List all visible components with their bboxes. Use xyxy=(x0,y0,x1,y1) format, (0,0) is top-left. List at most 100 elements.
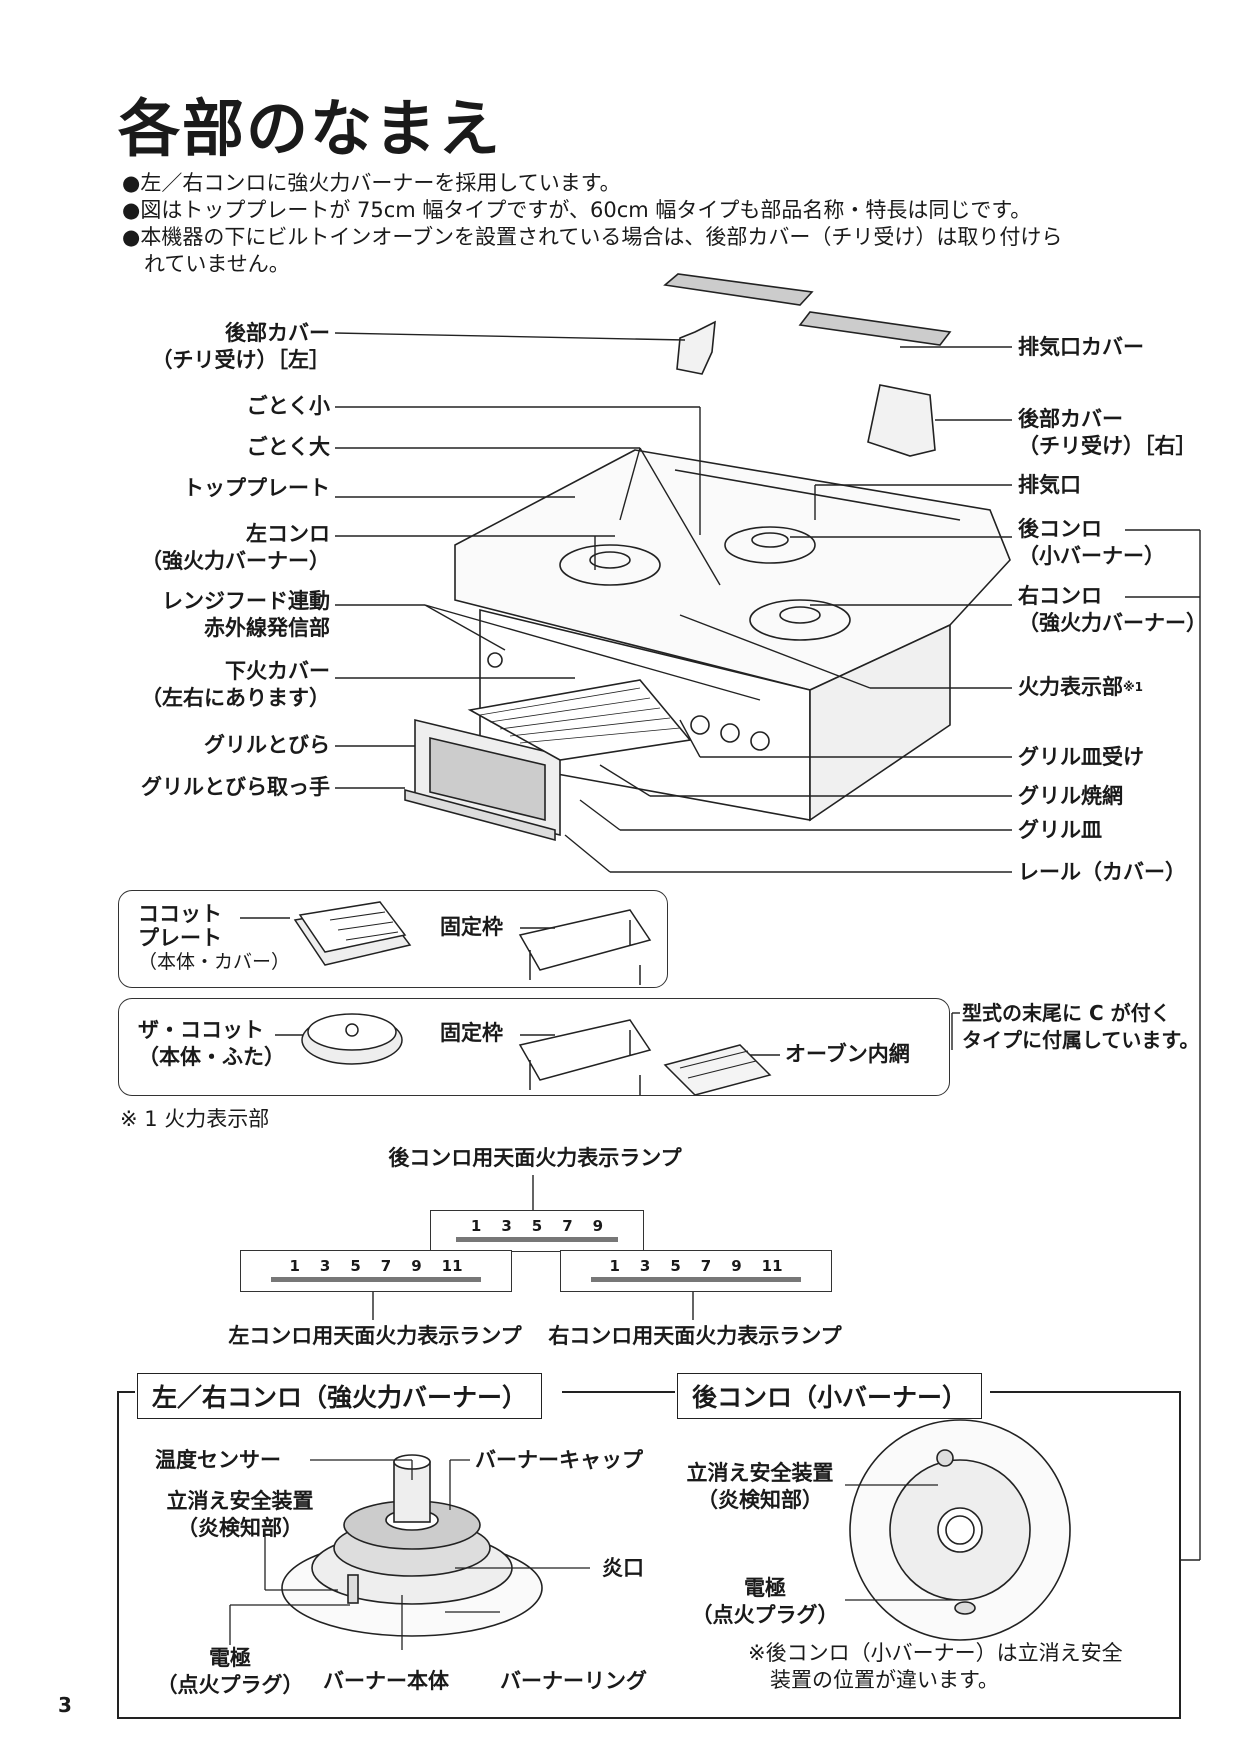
burner-section-right-title: 後コンロ（小バーナー） xyxy=(677,1373,983,1419)
label-line: （チリ受け）［右］ xyxy=(1018,434,1197,458)
label-lower-fire-cover: 下火カバー （左右にあります） xyxy=(120,658,330,712)
label-burner-cap: バーナーキャップ xyxy=(475,1448,643,1472)
label-line: 電極 xyxy=(209,1646,251,1670)
lamp-number: 5 xyxy=(531,1217,543,1235)
label-line: （強火力バーナー） xyxy=(1018,611,1207,635)
note-4: れていません。 xyxy=(144,252,290,276)
lamp-number: 7 xyxy=(562,1217,573,1235)
lamp-number: 11 xyxy=(761,1257,783,1275)
right-lamp-label: 右コンロ用天面火力表示ランプ xyxy=(548,1324,842,1348)
label-exhaust-port: 排気口 xyxy=(1018,473,1081,497)
label-line: 右コンロ xyxy=(1018,584,1102,608)
label-line: レンジフード連動 xyxy=(162,589,330,613)
label-the-cocotte: ザ・ココット （本体・ふた） xyxy=(138,1017,285,1071)
footnote-mark: ※1 xyxy=(1123,680,1144,694)
burner-section-left-title: 左／右コンロ（強火力バーナー） xyxy=(137,1373,543,1419)
note-3: ●本機器の下にビルトインオーブンを設置されている場合は、後部カバー（チリ受け）は… xyxy=(122,225,1063,249)
label-burner-ring: バーナーリング xyxy=(500,1669,647,1693)
label-top-plate: トッププレート xyxy=(183,476,330,500)
label-line: （小バーナー） xyxy=(1018,544,1165,568)
rear-burner-note: ※後コンロ（小バーナー）は立消え安全 装置の位置が違います。 xyxy=(748,1640,1123,1694)
lamp-number: 7 xyxy=(700,1257,712,1275)
label-grill-net: グリル焼網 xyxy=(1018,784,1123,808)
label-grill-tray: グリル皿 xyxy=(1018,818,1102,842)
label-line: 立消え安全装置 xyxy=(686,1461,834,1485)
label-line: プレート xyxy=(138,926,222,950)
label-flame-port: 炎口 xyxy=(602,1556,644,1580)
lamp-number: 3 xyxy=(319,1257,331,1275)
rear-lamp-numbers: 1 3 5 7 9 xyxy=(431,1217,643,1235)
lamp-number: 3 xyxy=(501,1217,512,1235)
label-oven-net: オーブン内網 xyxy=(785,1042,910,1066)
label-line: （左右にあります） xyxy=(141,686,330,710)
label-safety-device: 立消え安全装置 （炎検知部） xyxy=(140,1488,340,1542)
label-line: 電極 xyxy=(744,1576,786,1600)
rear-lamp-bar xyxy=(456,1237,618,1242)
lamp-number: 11 xyxy=(441,1257,463,1275)
label-line: タイプに付属しています。 xyxy=(962,1028,1200,1052)
lamp-number: 5 xyxy=(670,1257,681,1275)
label-rear-burner: 後コンロ （小バーナー） xyxy=(1018,516,1165,570)
label-line: （炎検知部） xyxy=(177,1516,303,1540)
label-line: ザ・ココット xyxy=(138,1018,264,1042)
label-trivet-large: ごとく大 xyxy=(246,435,330,459)
label-burner-body: バーナー本体 xyxy=(323,1669,449,1693)
label-line: 後コンロ xyxy=(1018,517,1102,541)
right-lamp-bar xyxy=(591,1277,801,1282)
label-line: （炎検知部） xyxy=(697,1488,823,1512)
label-rear-cover-left: 後部カバー （チリ受け）［左］ xyxy=(120,320,331,374)
label-hood-link: レンジフード連動 赤外線発信部 xyxy=(120,588,330,642)
lamp-number: 1 xyxy=(609,1257,620,1275)
label-fixed-frame-1: 固定枠 xyxy=(440,915,503,939)
label-flame-display: 火力表示部※1 xyxy=(1018,674,1143,701)
label-line: 左コンロ xyxy=(246,522,330,546)
left-lamp-label: 左コンロ用天面火力表示ランプ xyxy=(228,1324,522,1348)
label-grill-tray-holder: グリル皿受け xyxy=(1018,745,1144,769)
note-2: ●図はトッププレートが 75cm 幅タイプですが、60cm 幅タイプも部品名称・… xyxy=(122,198,1032,222)
label-line: 後部カバー xyxy=(1018,407,1123,431)
accessory-box-1 xyxy=(118,890,668,988)
label-rear-safety-device: 立消え安全装置 （炎検知部） xyxy=(675,1460,845,1514)
label-line: （強火力バーナー） xyxy=(141,549,330,573)
label-line: 後部カバー xyxy=(225,321,330,345)
label-line: ココット xyxy=(138,902,222,926)
label-rail: レール（カバー） xyxy=(1018,860,1186,884)
note-line: 装置の位置が違います。 xyxy=(770,1668,999,1692)
lamp-number: 5 xyxy=(350,1257,361,1275)
rear-lamp-panel: 1 3 5 7 9 xyxy=(430,1210,644,1252)
label-line: （本体・ふた） xyxy=(138,1045,285,1069)
lamp-number: 1 xyxy=(289,1257,300,1275)
label-rear-electrode: 電極 （点火プラグ） xyxy=(685,1575,845,1629)
label-line: 型式の末尾に C が付く xyxy=(962,1001,1171,1025)
left-lamp-bar xyxy=(271,1277,481,1282)
label-type-c-note: 型式の末尾に C が付く タイプに付属しています。 xyxy=(962,1000,1199,1054)
right-lamp-panel: 1 3 5 7 9 11 xyxy=(560,1250,832,1292)
accessory-box-2 xyxy=(118,998,950,1096)
label-cocotte-plate: ココット プレート （本体・カバー） xyxy=(138,902,290,974)
label-line: 下火カバー xyxy=(225,659,330,683)
flame-section-heading: ※ 1 火力表示部 xyxy=(120,1107,270,1131)
label-line: （本体・カバー） xyxy=(138,951,291,973)
note-1: ●左／右コンロに強火力バーナーを採用しています。 xyxy=(122,171,621,195)
label-grill-door-handle: グリルとびら取っ手 xyxy=(141,775,330,799)
lamp-number: 3 xyxy=(639,1257,651,1275)
page-title: 各部のなまえ xyxy=(118,92,503,165)
label-grill-door: グリルとびら xyxy=(204,733,330,757)
label-line: 赤外線発信部 xyxy=(204,616,330,640)
label-right-burner: 右コンロ （強火力バーナー） xyxy=(1018,583,1207,637)
label-fixed-frame-2: 固定枠 xyxy=(440,1021,503,1045)
lamp-number: 9 xyxy=(411,1257,422,1275)
notes: ●左／右コンロに強火力バーナーを採用しています。 ●図はトッププレートが 75c… xyxy=(122,170,1062,278)
rear-lamp-label: 後コンロ用天面火力表示ランプ xyxy=(388,1146,682,1170)
lamp-number: 9 xyxy=(592,1217,604,1235)
label-temp-sensor: 温度センサー xyxy=(155,1448,281,1472)
label-line: 立消え安全装置 xyxy=(166,1489,314,1513)
note-line: ※後コンロ（小バーナー）は立消え安全 xyxy=(748,1641,1123,1665)
right-lamp-numbers: 1 3 5 7 9 11 xyxy=(561,1257,831,1275)
lamp-number: 1 xyxy=(470,1217,482,1235)
lamp-number: 9 xyxy=(731,1257,742,1275)
label-rear-cover-right: 後部カバー （チリ受け）［右］ xyxy=(1018,406,1197,460)
